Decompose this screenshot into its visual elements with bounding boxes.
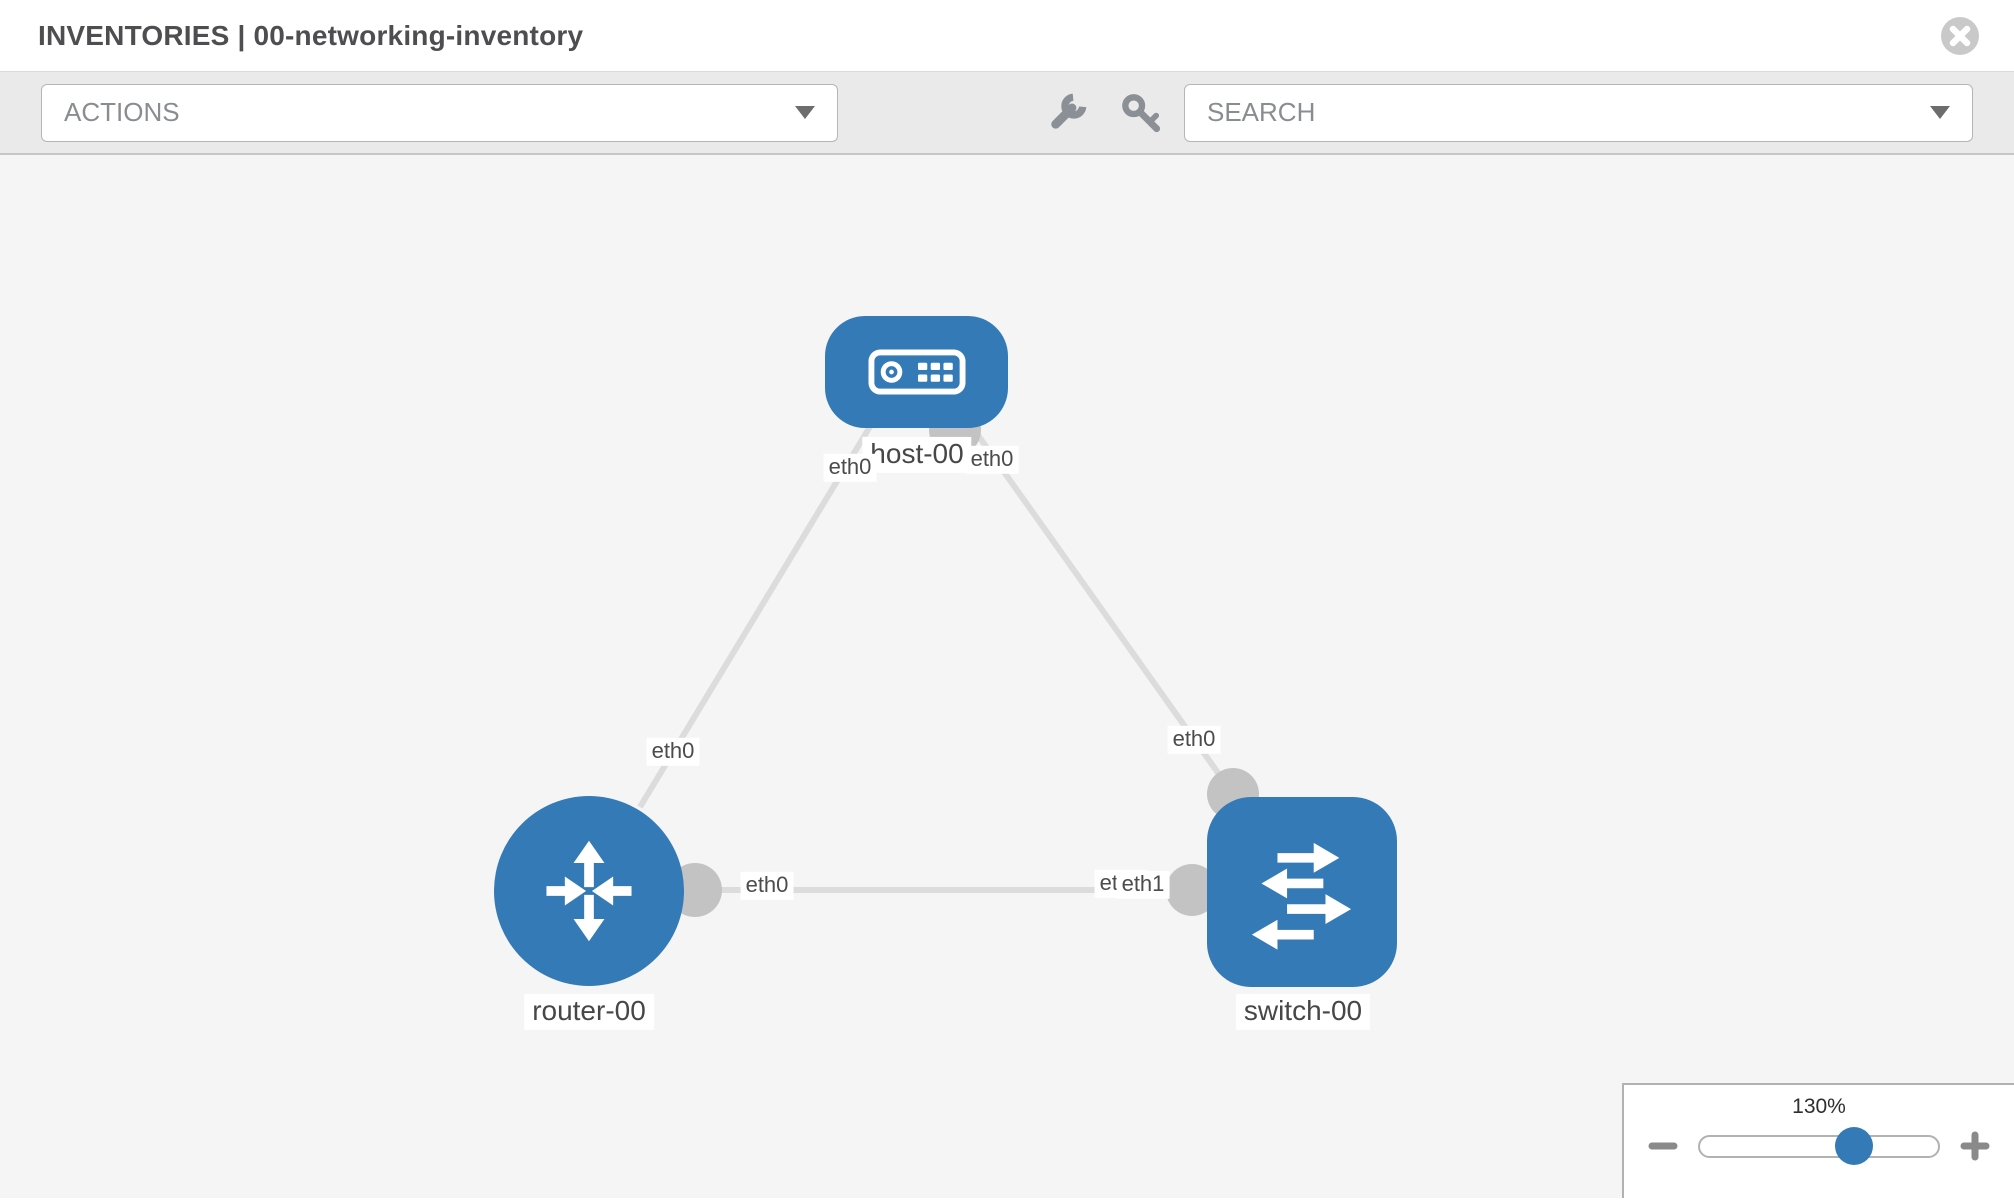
server-icon (867, 348, 966, 396)
zoom-slider-track[interactable] (1698, 1127, 1940, 1165)
node-host-00[interactable] (825, 316, 1008, 428)
switch-icon (1238, 828, 1366, 956)
zoom-slider-knob[interactable] (1834, 1127, 1873, 1165)
interface-label-router-to-host: eth0 (646, 737, 700, 767)
zoom-in-button[interactable] (1960, 1131, 1990, 1161)
links-layer (637, 404, 1259, 917)
actions-dropdown-label: ACTIONS (64, 97, 180, 127)
node-router-00[interactable] (494, 796, 684, 986)
zoom-panel: 130% (1622, 1083, 2014, 1198)
zoom-out-button[interactable] (1648, 1131, 1678, 1161)
interface-label-host-to-switch: eth0 (965, 445, 1019, 475)
interface-label-host-to-router: eth0 (823, 453, 877, 483)
zoom-level-value: 130% (1792, 1095, 1846, 1118)
node-label-host: host-00 (862, 436, 972, 474)
header: INVENTORIES | 00-networking-inventory (0, 0, 2014, 72)
credentials-button[interactable] (1118, 90, 1164, 136)
toolbar: ACTIONS SEAR (0, 72, 2014, 155)
caret-down-icon (795, 106, 815, 119)
caret-down-icon (1930, 106, 1950, 119)
plus-icon (1960, 1131, 1990, 1161)
interface-label-switch-to-router: eth1 (1116, 870, 1170, 900)
actions-dropdown[interactable]: ACTIONS (41, 83, 838, 142)
x-circle-icon (1940, 16, 1980, 56)
key-icon (1118, 90, 1164, 136)
toolbar-icons (1046, 90, 1164, 136)
wrench-icon (1046, 90, 1092, 136)
router-icon (531, 833, 647, 949)
page-title: INVENTORIES | 00-networking-inventory (38, 19, 584, 51)
interface-label-router-to-switch: eth0 (740, 871, 794, 901)
close-button[interactable] (1940, 16, 1980, 56)
node-label-switch: switch-00 (1235, 993, 1371, 1031)
node-switch-00[interactable] (1207, 797, 1397, 987)
minus-icon (1648, 1131, 1678, 1161)
search-dropdown-label: SEARCH (1207, 97, 1316, 127)
interface-connector-switch-left[interactable] (1166, 864, 1218, 916)
search-dropdown[interactable]: SEARCH (1184, 83, 1973, 142)
configure-button[interactable] (1046, 90, 1092, 136)
interface-label-switch-to-host: eth0 (1167, 725, 1221, 755)
topology-canvas[interactable]: host-00 router-00 switch-00 eth0 eth0 et… (0, 155, 2014, 1198)
node-label-router: router-00 (524, 993, 654, 1031)
